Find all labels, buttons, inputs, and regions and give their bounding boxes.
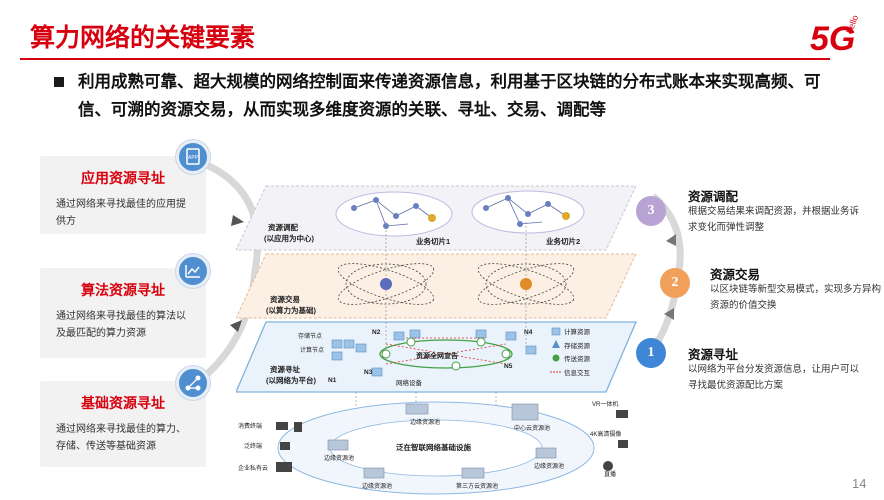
svg-text:APP: APP bbox=[188, 155, 199, 161]
edge-pool-1: 边缘资源池 bbox=[410, 418, 440, 426]
bot-layer-label-2: (以网络为平台) bbox=[266, 375, 316, 385]
legend-compute: 计算资源 bbox=[564, 327, 591, 336]
card-app-resource: 应用资源寻址 通过网络来寻找最佳的应用提供方 bbox=[40, 156, 206, 234]
slice1-label: 业务切片1 bbox=[416, 236, 450, 246]
node-n5: N5 bbox=[504, 363, 513, 370]
logo-hello-text: hello bbox=[844, 14, 860, 35]
node-storage-label: 存储节点 bbox=[298, 332, 322, 340]
mid-layer-label-2: (以算力为基础) bbox=[266, 305, 316, 315]
step-1-badge: 1 bbox=[636, 338, 666, 368]
edge-pool-4: 边缘资源池 bbox=[362, 482, 392, 490]
card-title: 基础资源寻址 bbox=[81, 395, 165, 411]
legend-storage: 存储资源 bbox=[564, 341, 591, 350]
card-base-resource: 基础资源寻址 通过网络来寻找最佳的算力、存储、传送等基础资源 bbox=[40, 381, 206, 467]
mid-layer-label-1: 资源交易 bbox=[270, 294, 300, 304]
node-n4: N4 bbox=[524, 329, 533, 336]
app-icon: APP bbox=[176, 140, 210, 174]
bullet-square-icon bbox=[54, 77, 64, 87]
node-compute-label: 计算节点 bbox=[300, 346, 324, 354]
enterprise-label: 企业私有云 bbox=[238, 464, 268, 472]
node-n3: N3 bbox=[364, 369, 373, 376]
resource-layers-diagram: 资源调配 (以应用为中心) 业务切片1 业务切片2 资源交易 (以算力为基础) bbox=[236, 185, 637, 495]
chart-icon bbox=[176, 254, 210, 288]
top-layer-label-1: 资源调配 bbox=[268, 222, 298, 232]
edge-pool-2: 边缘资源池 bbox=[324, 454, 354, 462]
right-desc-2: 以区块链等新型交易模式，实现多方异构资源的价值交换 bbox=[710, 284, 882, 311]
title-underline bbox=[20, 58, 830, 60]
bot-layer-label-1: 资源寻址 bbox=[270, 364, 300, 374]
right-desc-1: 以网络为平台分发资源信息，让用户可以寻找最优资源配比方案 bbox=[688, 364, 860, 391]
slice2-label: 业务切片2 bbox=[546, 236, 580, 246]
right-title-1: 资源寻址 bbox=[688, 348, 739, 362]
step-3-badge: 3 bbox=[636, 196, 666, 226]
node-n2: N2 bbox=[372, 329, 381, 336]
iot-label: 泛终端 bbox=[244, 442, 262, 450]
top-layer-label-2: (以应用为中心) bbox=[264, 233, 314, 243]
live-label: 直播 bbox=[604, 470, 616, 478]
legend-transport: 传送资源 bbox=[564, 354, 591, 363]
right-desc-3: 根据交易结果来调配资源，并根据业务诉求变化而弹性调整 bbox=[688, 206, 860, 233]
card-algorithm-resource: 算法资源寻址 通过网络来寻找最佳的算法以及最匹配的算力资源 bbox=[40, 268, 206, 358]
bullet-text: 利用成熟可靠、超大规模的网络控制面来传递资源信息，利用基于区块链的分布式账本来实… bbox=[78, 73, 821, 119]
card-title: 算法资源寻址 bbox=[81, 282, 165, 298]
center-cloud: 中心云资源池 bbox=[514, 424, 550, 432]
step-2-badge: 2 bbox=[660, 268, 690, 298]
right-title-2: 资源交易 bbox=[710, 268, 761, 282]
5g-logo: 5G hello bbox=[810, 14, 860, 58]
camera-label: 4K高清摄像 bbox=[590, 430, 621, 438]
announce-label: 资源全网宣告 bbox=[416, 351, 458, 360]
network-device-label: 网络设备 bbox=[396, 378, 423, 387]
network-icon bbox=[176, 366, 210, 400]
card-desc: 通过网络来寻找最佳的算法以及最匹配的算力资源 bbox=[56, 311, 186, 339]
page-number: 14 bbox=[852, 476, 867, 491]
page-title: 算力网络的关键要素 bbox=[30, 24, 256, 52]
infra-label: 泛在智联网络基础设施 bbox=[396, 442, 471, 452]
card-desc: 通过网络来寻找最佳的算力、存储、传送等基础资源 bbox=[56, 424, 186, 452]
card-title: 应用资源寻址 bbox=[81, 170, 165, 186]
left-arc bbox=[197, 158, 262, 383]
card-desc: 通过网络来寻找最佳的应用提供方 bbox=[56, 199, 186, 227]
node-n1: N1 bbox=[328, 377, 337, 384]
right-title-3: 资源调配 bbox=[688, 190, 739, 204]
third-cloud: 第三方云资源池 bbox=[456, 482, 498, 490]
edge-pool-3: 边缘资源池 bbox=[534, 462, 564, 470]
logo-5g-text: 5G bbox=[810, 20, 855, 58]
legend-info: 信息交互 bbox=[564, 368, 591, 377]
consumer-label: 消费终端 bbox=[238, 422, 262, 430]
vr-label: VR一体机 bbox=[592, 400, 618, 408]
